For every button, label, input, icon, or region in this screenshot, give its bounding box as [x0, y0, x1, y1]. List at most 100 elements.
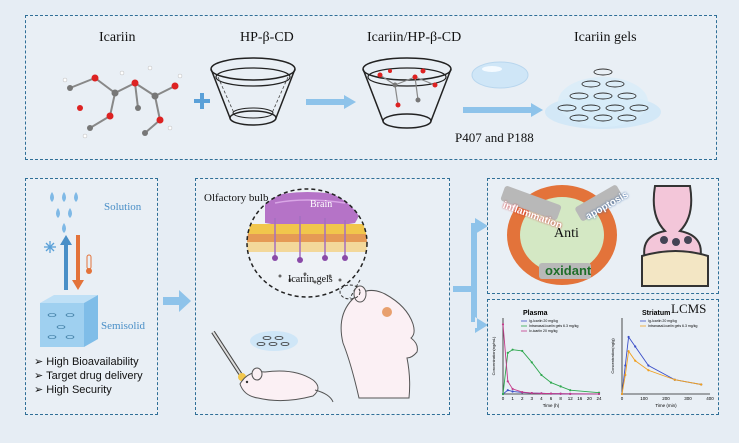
x-tick-label: 200 [662, 396, 670, 401]
x-tick-label: 20 [587, 396, 593, 401]
data-point [521, 391, 524, 394]
semisolid-cube-icon [40, 295, 98, 347]
arrow-right-icon-3 [163, 290, 191, 312]
data-point [511, 390, 514, 393]
icariin-label: Icariin [99, 30, 136, 45]
x-tick-label: 0 [502, 396, 505, 401]
data-point [530, 391, 533, 395]
data-point [511, 348, 514, 351]
x-tick-label: 0 [621, 396, 624, 401]
data-point [511, 387, 514, 391]
legend-entry: Iv-icariin 20 mg/kg [529, 329, 557, 333]
olfactory-zoom-circle [246, 188, 368, 298]
data-point [624, 373, 627, 377]
x-tick-label: 100 [640, 396, 648, 401]
benefits-list: High Bioavailability Target drug deliver… [34, 355, 143, 397]
data-point [700, 383, 703, 386]
list-item: Target drug delivery [34, 369, 143, 383]
series-line [502, 324, 600, 395]
data-point [569, 392, 572, 395]
hpbcd-cone-icon [210, 57, 296, 126]
series-line [621, 335, 702, 395]
y-axis-label: Concentration(ng/g) [610, 338, 615, 374]
synapse-icon [641, 185, 709, 287]
brain-label: Brain [310, 199, 333, 210]
hpbcd-label: HP-β-CD [240, 30, 294, 45]
polymers-label: P407 and P188 [455, 130, 534, 145]
x-tick-label: 1 [511, 396, 514, 401]
data-point [634, 345, 637, 348]
lcms-label: LCMS [671, 301, 707, 316]
x-tick-label: 16 [577, 396, 583, 401]
data-point [627, 335, 630, 339]
data-point [673, 378, 676, 381]
data-point [530, 361, 533, 364]
legend-entry: Ig-Icariin 20 mg/kg [648, 319, 677, 323]
chart-title: Striatum [642, 310, 670, 317]
legend-entry: Intranasal-icariin gels 6.3 mg/kg [648, 324, 697, 328]
snowflake-icon [44, 241, 56, 253]
data-point [506, 351, 509, 354]
plus-icon [194, 93, 210, 109]
gels-label: Icariin gels [574, 30, 637, 45]
x-tick-label: 8 [559, 396, 562, 401]
x-tick-label: 4 [540, 396, 543, 401]
data-point [647, 364, 650, 367]
x-axis-label: Time (min) [655, 403, 677, 408]
icariin-molecule-icon [62, 65, 183, 139]
data-point [624, 364, 627, 367]
x-tick-label: 12 [568, 396, 574, 401]
y-axis-label: Concentration(ng/mL) [491, 336, 496, 375]
data-point [647, 369, 650, 372]
chart-title: Plasma [523, 310, 548, 317]
data-point [540, 392, 543, 395]
solution-drops-icon [50, 192, 78, 233]
gel-drop-icon [471, 61, 529, 89]
data-point [627, 350, 630, 353]
oxidant-label: oxidant [545, 263, 592, 278]
list-item: High Security [34, 383, 143, 397]
legend-entry: Intranasal-icariin gels 6.3 mg/kg [529, 324, 578, 328]
data-point [634, 359, 637, 362]
data-point [506, 380, 509, 383]
arrow-right-icon-2 [463, 103, 543, 117]
gels-region-label: Icariin gels [288, 274, 333, 285]
solution-label: Solution [104, 201, 142, 213]
connector-arrows [453, 218, 488, 333]
x-tick-label: 2 [521, 396, 524, 401]
gels-mound-icon [545, 68, 661, 129]
gel-stack-icon [250, 331, 298, 351]
data-point [549, 392, 553, 395]
list-item: High Bioavailability [34, 355, 143, 369]
data-point [501, 323, 505, 326]
complex-label: Icariin/HP-β-CD [367, 30, 462, 45]
x-tick-label: 6 [550, 396, 553, 401]
x-tick-label: 3 [531, 396, 534, 401]
x-tick-label: 300 [684, 396, 692, 401]
thermometer-icon [86, 254, 92, 274]
data-point [569, 389, 572, 392]
data-point [620, 392, 624, 396]
data-point [540, 373, 543, 377]
data-point [597, 392, 601, 396]
x-axis-label: Time (h) [543, 403, 560, 408]
data-point [559, 385, 562, 388]
data-point [549, 381, 553, 384]
semisolid-label: Semisolid [101, 320, 146, 332]
human-head-icon [339, 284, 418, 399]
data-point [501, 392, 505, 396]
data-point [521, 349, 524, 353]
temperature-arrows-icon [60, 235, 84, 290]
data-point [559, 392, 562, 395]
data-point [506, 389, 509, 392]
mouse-icon [239, 367, 334, 403]
arrow-right-icon [306, 95, 356, 109]
x-tick-label: 400 [706, 396, 714, 401]
complex-cone-icon [362, 57, 452, 129]
x-tick-label: 24 [596, 396, 602, 401]
right-bottom-panel [487, 299, 719, 415]
cell-icon [500, 185, 623, 285]
anti-label: Anti [554, 226, 579, 241]
